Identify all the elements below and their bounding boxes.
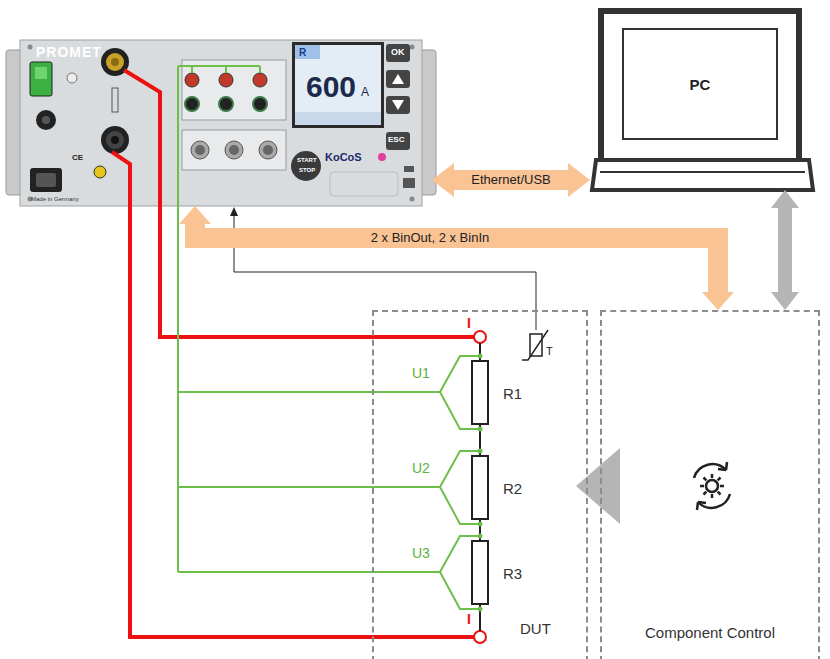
node-label: PC (690, 76, 711, 93)
component-control: Component Control (600, 310, 820, 659)
arrow-head (432, 163, 454, 197)
node-label: Component Control (645, 624, 775, 641)
terminal (474, 631, 486, 643)
dut-region: DUT R1R2R3 (372, 310, 588, 659)
reading-value: 600 (306, 70, 356, 103)
arrow-head (771, 292, 799, 310)
node-label: R1 (503, 384, 522, 401)
voltage-label: U3 (412, 546, 430, 561)
voltage-label: U2 (412, 461, 430, 476)
arrow-head (702, 292, 734, 310)
button-label: START (297, 157, 317, 164)
connector-group (771, 190, 799, 310)
connector-label: 2 x BinOut, 2 x BinIn (367, 230, 494, 246)
connector-group (432, 163, 590, 197)
terminal (474, 331, 486, 343)
button-label: OK (391, 48, 405, 58)
connector (195, 224, 718, 292)
sense-wire (178, 66, 480, 609)
node-label: PROMET (36, 44, 102, 60)
control-icon (694, 462, 730, 510)
reading-unit: A (361, 86, 369, 99)
connector-label: Ethernet/USB (467, 172, 555, 188)
temperature-symbol: T (546, 345, 553, 357)
screen-tab: R (299, 47, 306, 58)
arrow-head (179, 206, 211, 224)
promet-device (6, 40, 436, 206)
current-wire (112, 70, 474, 637)
arrow-head (576, 448, 620, 524)
measuring-device: PROMET (10, 38, 432, 206)
arrow-head (568, 163, 590, 197)
resistor: R2 (471, 455, 489, 520)
arrow-head (771, 190, 799, 208)
connector (454, 170, 568, 190)
ce-mark: CE (72, 154, 83, 163)
dut-conductor (479, 343, 481, 631)
origin-mark: Made in Germany (31, 196, 79, 203)
node-label: DUT (520, 620, 551, 637)
connector (778, 208, 792, 292)
current-label: I (467, 612, 471, 627)
resistor: R3 (471, 540, 489, 605)
pc-monitor (592, 11, 813, 190)
node-label: R2 (503, 479, 522, 496)
current-label: I (467, 316, 471, 331)
voltage-label: U1 (412, 366, 430, 381)
resistor: R1 (471, 360, 489, 425)
node-label: R3 (503, 564, 522, 581)
pc: PC (590, 10, 815, 190)
button-label: ESC (388, 136, 404, 145)
connector-group (576, 448, 620, 524)
button-label: STOP (299, 167, 315, 174)
connector-group (179, 206, 734, 310)
brand-logo: KoCoS (325, 151, 362, 163)
sense-tap (478, 354, 483, 612)
